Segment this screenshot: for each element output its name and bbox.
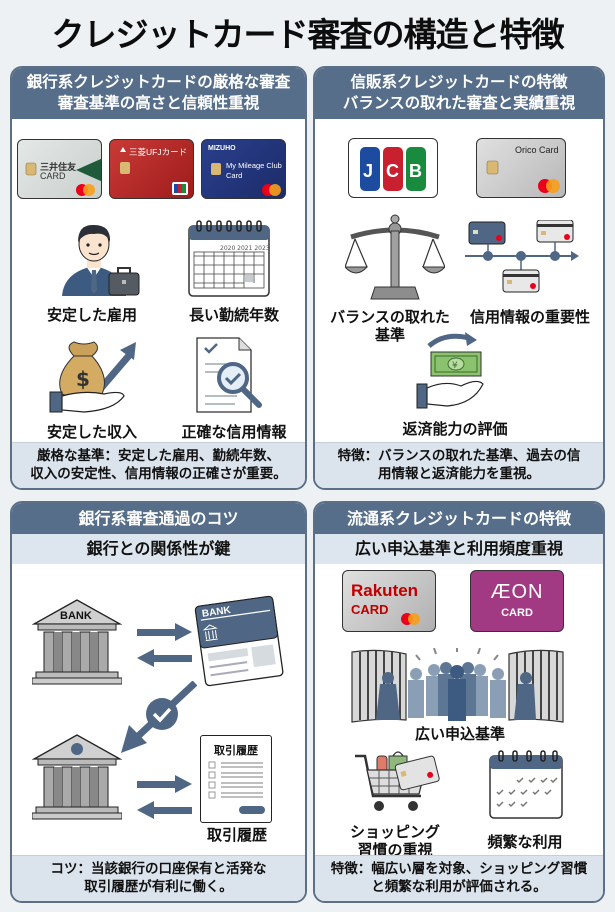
credit-timeline-icon: [465, 220, 579, 293]
card-smbc-name: 三井住友: [40, 162, 77, 172]
header-line-1: 銀行系クレジットカードの厳格な審査: [26, 73, 291, 91]
panel-header: 銀行系クレジットカードの厳格な審査 審査基準の高さと信頼性重視: [12, 68, 305, 119]
card-rakuten: Rakuten CARD: [342, 570, 436, 632]
jcb-letter-j: J: [363, 161, 373, 181]
money-bag-icon: $: [49, 341, 136, 413]
exchange-arrows-icon: [137, 623, 192, 667]
exchange-arrows-icon: [137, 775, 192, 819]
footer-line-2: 取引履歴が有利に働く。: [84, 879, 233, 895]
calendar-icon: 2020 2021 2023: [188, 220, 270, 297]
label-balanced-criteria: バランスの取れた 基準: [325, 308, 455, 344]
panel-bank-tips: 銀行系審査通過のコツ 銀行との関係性が鍵 BANK BANK: [10, 501, 307, 903]
bank-passbook-icon: BANK: [194, 595, 284, 687]
passbook-label: BANK: [201, 605, 232, 620]
svg-text:$: $: [76, 367, 90, 391]
panel-footer: 特徴：幅広い層を対象、ショッピング習慣 と頻繁な利用が評価される。: [315, 855, 603, 901]
label-stable-employment: 安定した雇用: [46, 306, 137, 324]
label-credit-info-importance: 信用情報の重要性: [469, 308, 590, 326]
card-jcb-logo: J C B: [348, 138, 438, 198]
card-mufg: 三菱UFJカード: [109, 139, 194, 199]
panel-header: 信販系クレジットカードの特徴 バランスの取れた審査と実績重視: [315, 68, 603, 119]
label-line-1: バランスの取れた: [330, 308, 450, 326]
panel-footer: 特徴：バランスの取れた基準、過去の信 用情報と返済能力を重視。: [315, 442, 603, 488]
repayment-hand-icon: ¥: [416, 332, 484, 409]
label-long-tenure: 長い勤続年数: [188, 306, 279, 324]
calendar-checks-icon: [489, 750, 563, 819]
open-gate-crowd-icon: [351, 648, 564, 723]
balance-scale-icon: [345, 214, 445, 300]
jcb-letter-c: C: [386, 161, 399, 181]
panel-shinpan-cards: 信販系クレジットカードの特徴 バランスの取れた審査と実績重視 J C B Ori…: [313, 66, 605, 490]
card-mizuho-line2: Card: [226, 171, 243, 180]
footer-line-2: 収入の安定性、信用情報の正確さが重要。: [30, 466, 287, 482]
card-mufg-name: 三菱UFJカード: [129, 147, 188, 157]
card-aeon-brand: ÆON: [490, 581, 544, 603]
header-line-2: 審査基準の高さと信頼性重視: [57, 94, 260, 112]
businessman-icon: [62, 224, 140, 296]
shopping-cart-icon: [355, 751, 440, 811]
footer-line-1: コツ：当該銀行の口座保有と活発な: [50, 861, 267, 877]
card-mizuho-line1: My Mileage Club: [226, 161, 282, 170]
bank-sign: BANK: [60, 610, 92, 622]
panel-retail-cards: 流通系クレジットカードの特徴 広い申込基準と利用頻度重視 Rakuten CAR…: [313, 501, 605, 903]
approval-arrow-icon: [121, 681, 197, 753]
label-shopping-habits: ショッピング 習慣の重視: [335, 823, 455, 859]
card-mizuho: MIZUHO My Mileage Club Card: [201, 139, 286, 199]
card-smbc: 三井住友 CARD: [17, 139, 102, 199]
footer-line-1: 厳格な基準：安定した雇用、勤続年数、: [37, 448, 280, 464]
panel-subheader: 銀行との関係性が鍵: [12, 534, 305, 564]
label-stable-income: 安定した収入: [46, 423, 137, 441]
card-rakuten-card: CARD: [351, 602, 389, 617]
header-line-2: バランスの取れた審査と実績重視: [342, 94, 576, 112]
page-title: クレジットカード審査の構造と特徴: [51, 15, 565, 54]
document-check-icon: [196, 337, 262, 413]
card-aeon-card: CARD: [501, 607, 533, 619]
label-line-1: ショッピング: [349, 823, 440, 841]
jcb-letter-b: B: [409, 161, 422, 181]
panel-footer: コツ：当該銀行の口座保有と活発な 取引履歴が有利に働く。: [12, 855, 305, 901]
panel-subheader: 広い申込基準と利用頻度重視: [315, 534, 603, 564]
card-mizuho-brand: MIZUHO: [208, 145, 236, 152]
header-line-1: 信販系クレジットカードの特徴: [350, 73, 568, 91]
card-smbc-card: CARD: [40, 171, 66, 181]
label-broad-criteria: 広い申込基準: [414, 725, 505, 743]
card-aeon: ÆON CARD: [470, 570, 564, 632]
label-repayment-ability: 返済能力の評価: [402, 420, 508, 438]
footer-line-1: 特徴：幅広い層を対象、ショッピング習慣: [330, 861, 588, 877]
svg-text:2020 2021 2023: 2020 2021 2023: [220, 245, 270, 252]
panel-footer: 厳格な基準：安定した雇用、勤続年数、 収入の安定性、信用情報の正確さが重要。: [12, 442, 305, 488]
label-line-2: 習慣の重視: [357, 841, 433, 859]
footer-line-2: 用情報と返済能力を重視。: [378, 466, 540, 482]
svg-text:¥: ¥: [452, 361, 458, 371]
panel-header: 銀行系審査通過のコツ: [12, 503, 305, 534]
card-rakuten-brand: Rakuten: [351, 581, 419, 600]
panel-header: 流通系クレジットカードの特徴: [315, 503, 603, 534]
label-accurate-credit-info: 正確な信用情報: [181, 423, 287, 441]
card-orico-name: Orico Card: [515, 145, 559, 155]
card-orico: Orico Card: [476, 138, 566, 198]
panel-bank-cards: 銀行系クレジットカードの厳格な審査 審査基準の高さと信頼性重視 三井住友 CAR…: [10, 66, 307, 490]
transaction-history-doc-icon: 取引履歴: [200, 735, 272, 823]
bank-building-icon: BANK: [32, 599, 122, 685]
footer-line-1: 特徴：バランスの取れた基準、過去の信: [337, 448, 581, 464]
bank-building-icon: [32, 734, 122, 820]
label-frequent-use: 頻繁な利用: [487, 833, 563, 851]
history-doc-title: 取引履歴: [214, 744, 258, 757]
label-transaction-history: 取引履歴: [206, 826, 267, 844]
footer-line-2: と頻繁な利用が評価される。: [371, 879, 547, 895]
label-line-2: 基準: [374, 326, 405, 344]
